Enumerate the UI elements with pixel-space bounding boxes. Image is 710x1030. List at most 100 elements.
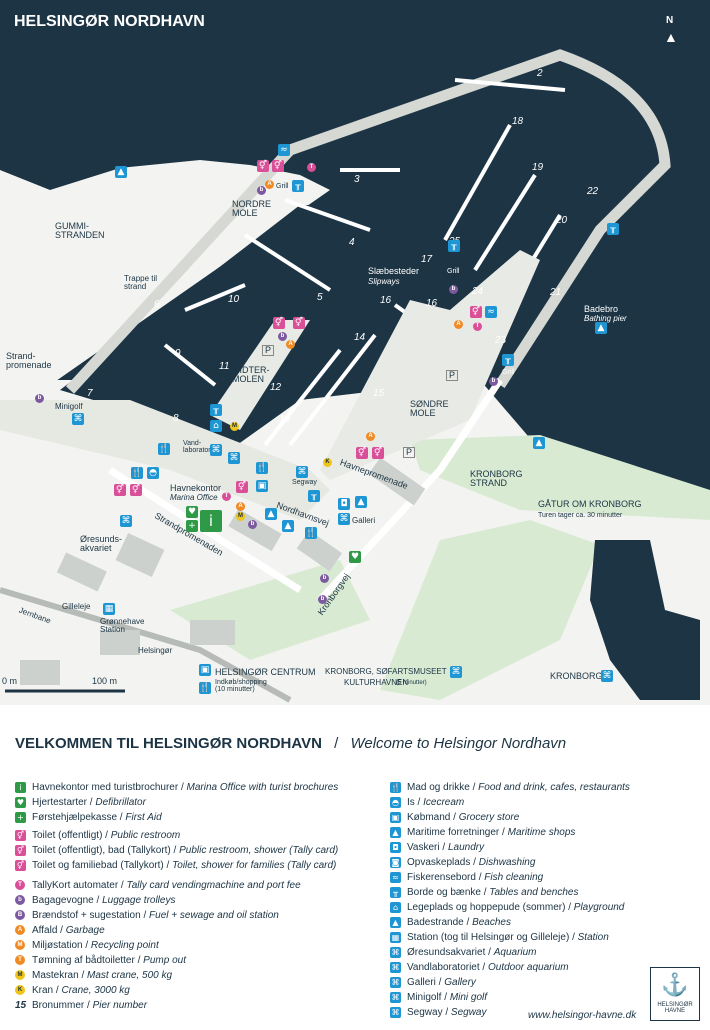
crane-dot-icon: K bbox=[15, 985, 25, 996]
family-bath-icon[interactable]: ⚥ bbox=[356, 447, 368, 459]
legend-separator: / bbox=[441, 992, 450, 1004]
trolley-dot-icon[interactable]: b bbox=[489, 377, 498, 386]
maritime-shop-icon[interactable]: ▲ bbox=[355, 496, 367, 508]
legend-separator: / bbox=[178, 782, 187, 794]
legend-item-en: Icecream bbox=[423, 797, 465, 809]
label-segway: Segway bbox=[292, 479, 317, 486]
legend-item-da: Øresundsakvariet bbox=[407, 947, 486, 959]
legend-separator: / bbox=[435, 977, 445, 989]
trolley-dot-icon: b bbox=[15, 895, 25, 906]
food-icon[interactable]: 🍴 bbox=[199, 682, 211, 694]
food-icon[interactable]: 🍴 bbox=[256, 462, 268, 474]
label-galleri: Galleri bbox=[352, 516, 376, 525]
trolley-dot-icon[interactable]: b bbox=[449, 285, 458, 294]
website-link[interactable]: www.helsingor-havne.dk bbox=[528, 1010, 637, 1021]
legend-item-en: Pump out bbox=[143, 955, 186, 966]
tally-dot-icon[interactable]: T bbox=[307, 163, 316, 172]
logo-text: HELSINGØR HAVNE bbox=[657, 1002, 693, 1014]
maritime-shop-icon[interactable]: ▲ bbox=[265, 508, 277, 520]
recycling-dot-icon[interactable]: M bbox=[236, 512, 245, 521]
toilet-icon[interactable]: ⚥ bbox=[273, 317, 285, 329]
legend-item-da: Toilet (offentligt) bbox=[32, 830, 103, 842]
shower-icon[interactable]: ⚥ bbox=[236, 481, 248, 493]
grocery-icon[interactable]: ▣ bbox=[199, 664, 211, 676]
label-soendre-mole: SØNDRE MOLE bbox=[410, 399, 449, 419]
pumpout-dot-icon: T bbox=[15, 955, 25, 966]
trolley-dot-icon[interactable]: b bbox=[320, 574, 329, 583]
label-kronborg-museet[interactable]: KRONBORG, SØFARTSMUSEET bbox=[325, 667, 447, 676]
legend-separator: / bbox=[470, 857, 479, 869]
legend-item: +Førstehjælpekasse / First Aid bbox=[15, 812, 162, 823]
pier-number: 2 bbox=[537, 68, 543, 79]
fish-cleaning-icon[interactable]: ≈ bbox=[485, 306, 497, 318]
food-icon[interactable]: 🍴 bbox=[131, 467, 143, 479]
pier-number: 12 bbox=[270, 382, 282, 393]
segway-icon[interactable]: ⌘ bbox=[296, 466, 308, 478]
legend-item-en: Segway bbox=[450, 1007, 487, 1019]
grocery-icon[interactable]: ▣ bbox=[256, 480, 268, 492]
garbage-dot-icon[interactable]: A bbox=[236, 502, 245, 511]
tally-dot-icon[interactable]: T bbox=[473, 322, 482, 331]
label-oeresund: Øresunds- akvariet bbox=[80, 534, 123, 554]
tables-icon[interactable]: ╥ bbox=[607, 223, 619, 235]
tables-icon[interactable]: ╥ bbox=[210, 404, 222, 416]
food-icon[interactable]: 🍴 bbox=[158, 443, 170, 455]
tables-icon[interactable]: ╥ bbox=[448, 240, 460, 252]
gallery-icon[interactable]: ⌘ bbox=[228, 452, 240, 464]
aquarium-icon[interactable]: ⌘ bbox=[601, 670, 613, 682]
legend-separator: / bbox=[78, 970, 88, 981]
toilet-icon[interactable]: ⚥ bbox=[130, 484, 142, 496]
trolley-dot-icon[interactable]: b bbox=[318, 595, 327, 604]
shower-icon[interactable]: ⚥ bbox=[470, 306, 482, 318]
family-bath-icon[interactable]: ⚥ bbox=[257, 160, 269, 172]
tables-icon[interactable]: ╥ bbox=[292, 180, 304, 192]
legend-item: ▲Badestrande / Beaches bbox=[390, 917, 511, 928]
heart-icon[interactable]: ♥ bbox=[186, 506, 198, 518]
label-nordre-mole: NORDRE MOLE bbox=[232, 199, 272, 219]
legend-item-da: Hjertestarter bbox=[32, 797, 88, 809]
gallery-icon[interactable]: ⌘ bbox=[450, 666, 462, 678]
tally-dot-icon[interactable]: T bbox=[222, 492, 231, 501]
playground-icon[interactable]: ⌂ bbox=[210, 420, 222, 432]
trolley-dot-icon[interactable]: b bbox=[257, 186, 266, 195]
icecream-icon[interactable]: ◓ bbox=[147, 467, 159, 479]
laundry-icon[interactable]: ◘ bbox=[338, 498, 350, 510]
label-helsingoer-centrum[interactable]: HELSINGØR CENTRUM bbox=[215, 667, 316, 677]
pier-number: 5 bbox=[317, 292, 323, 303]
minigolf-icon[interactable]: ⌘ bbox=[72, 413, 84, 425]
crane-dot-icon[interactable]: K bbox=[323, 458, 332, 467]
tables-icon[interactable]: ╥ bbox=[502, 354, 514, 366]
toilet-icon[interactable]: ⚥ bbox=[272, 160, 284, 172]
beach-icon[interactable]: ▲ bbox=[533, 437, 545, 449]
garbage-dot-icon[interactable]: A bbox=[265, 180, 274, 189]
label-kulturhavnen[interactable]: KULTURHAVNEN bbox=[344, 678, 409, 687]
pier-number: 21 bbox=[550, 287, 562, 298]
heart-icon[interactable]: ♥ bbox=[349, 551, 361, 563]
mast-crane-dot-icon[interactable]: M bbox=[230, 422, 239, 431]
gallery-icon[interactable]: ⌘ bbox=[338, 513, 350, 525]
legend-item: ╥Borde og bænke / Tables and benches bbox=[390, 887, 578, 898]
trolley-dot-icon[interactable]: b bbox=[248, 520, 257, 529]
trolley-dot-icon[interactable]: b bbox=[278, 332, 287, 341]
family-bath-icon[interactable]: ⚥ bbox=[293, 317, 305, 329]
station-icon[interactable]: ▦ bbox=[103, 603, 115, 615]
first-aid-icon[interactable]: + bbox=[186, 520, 198, 532]
fish-cleaning-icon[interactable]: ≈ bbox=[278, 144, 290, 156]
label-kronborg[interactable]: KRONBORG bbox=[550, 671, 603, 681]
food-icon[interactable]: 🍴 bbox=[305, 527, 317, 539]
garbage-dot-icon[interactable]: A bbox=[454, 320, 463, 329]
family-bath-icon[interactable]: ⚥ bbox=[114, 484, 126, 496]
beach-icon[interactable]: ▲ bbox=[115, 166, 127, 178]
trolley-dot-icon[interactable]: b bbox=[35, 394, 44, 403]
beach-icon[interactable]: ▲ bbox=[595, 322, 607, 334]
beach-icon[interactable]: ▲ bbox=[282, 520, 294, 532]
outer-breakwater bbox=[65, 49, 671, 394]
garbage-dot-icon[interactable]: A bbox=[366, 432, 375, 441]
garbage-dot-icon[interactable]: A bbox=[286, 340, 295, 349]
outdoor-aquarium-icon[interactable]: ⌘ bbox=[210, 444, 222, 456]
info-icon[interactable]: i bbox=[200, 510, 222, 532]
toilet-icon[interactable]: ⚥ bbox=[372, 447, 384, 459]
aquarium-icon[interactable]: ⌘ bbox=[120, 515, 132, 527]
tables-icon[interactable]: ╥ bbox=[308, 490, 320, 502]
